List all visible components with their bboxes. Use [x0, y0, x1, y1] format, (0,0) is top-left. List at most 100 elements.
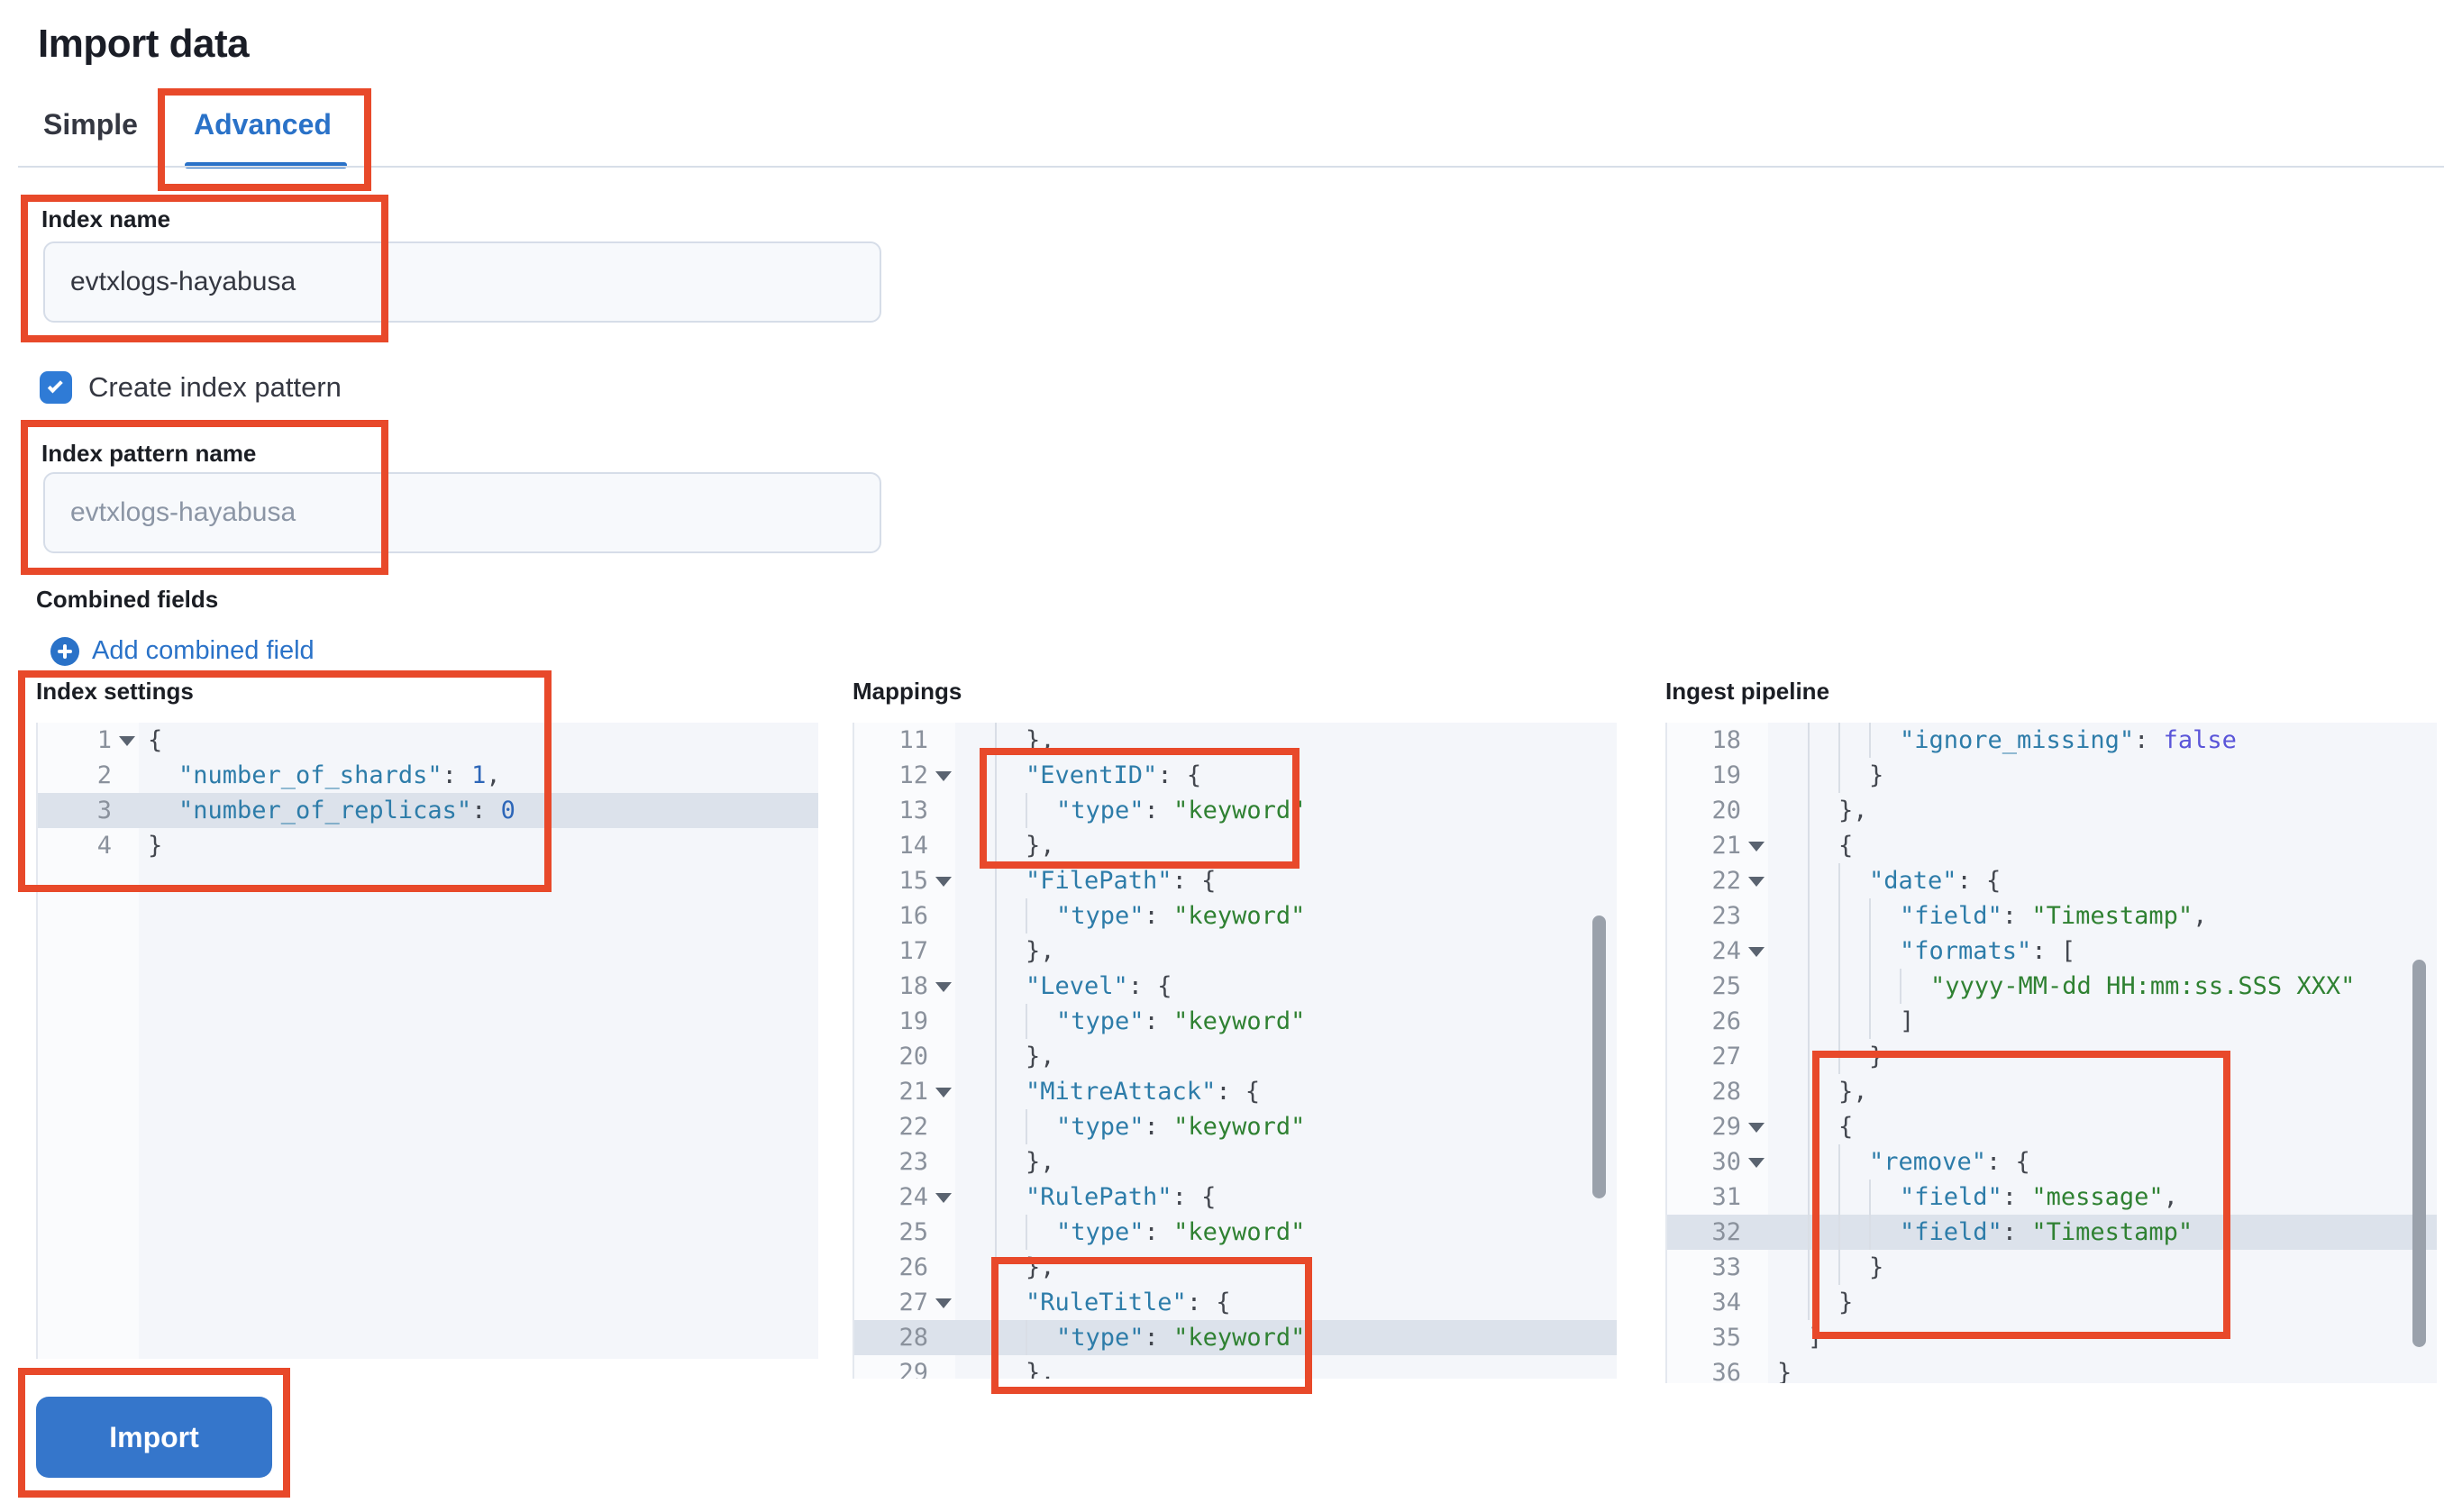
fold-arrow-icon[interactable] [1748, 1123, 1765, 1133]
code-line[interactable]: 32"field": "Timestamp" [1667, 1215, 2437, 1250]
code-token: : [442, 761, 472, 789]
import-button[interactable]: Import [36, 1397, 272, 1478]
code-line[interactable]: 25"type": "keyword" [854, 1215, 1617, 1250]
code-text: } [1768, 1355, 2437, 1383]
fold-arrow-icon[interactable] [1748, 877, 1765, 887]
code-line[interactable]: 11}, [854, 723, 1617, 758]
line-number: 24 [854, 1180, 955, 1215]
code-line[interactable]: 24"RulePath": { [854, 1180, 1617, 1215]
code-line[interactable]: 29}, [854, 1355, 1617, 1379]
code-line[interactable]: 26] [1667, 1004, 2437, 1039]
code-line[interactable]: 1{ [38, 723, 818, 758]
code-token: "type" [1056, 1007, 1144, 1035]
code-token: "formats" [1900, 937, 2032, 965]
fold-arrow-icon[interactable] [935, 1193, 952, 1203]
add-combined-field-link[interactable]: Add combined field [50, 636, 315, 666]
line-number: 36 [1711, 1359, 1741, 1383]
code-line[interactable]: 15"FilePath": { [854, 863, 1617, 898]
code-line[interactable]: 16"type": "keyword" [854, 898, 1617, 934]
tab-advanced[interactable]: Advanced [194, 108, 332, 141]
vertical-scrollbar[interactable] [2412, 960, 2426, 1347]
vertical-scrollbar[interactable] [1592, 915, 1606, 1198]
code-line[interactable]: 25"yyyy-MM-dd HH:mm:ss.SSS XXX" [1667, 969, 2437, 1004]
code-token: : { [1127, 972, 1172, 1000]
code-token: : [2134, 726, 2164, 754]
line-number: 11 [898, 726, 928, 754]
create-index-pattern-checkbox-row[interactable]: Create index pattern [40, 371, 342, 404]
fold-arrow-icon[interactable] [935, 877, 952, 887]
code-text: }, [955, 723, 1617, 758]
line-number: 3 [96, 797, 112, 824]
code-text: "field": "Timestamp", [1768, 898, 2437, 934]
code-line[interactable]: 18"ignore_missing": false [1667, 723, 2437, 758]
code-line[interactable]: 24"formats": [ [1667, 934, 2437, 969]
code-line[interactable]: 4} [38, 828, 818, 863]
code-line[interactable]: 21"MitreAttack": { [854, 1074, 1617, 1109]
code-line[interactable]: 34} [1667, 1285, 2437, 1320]
code-line[interactable]: 28}, [1667, 1074, 2437, 1109]
code-line[interactable]: 20}, [1667, 793, 2437, 828]
line-number: 29 [898, 1359, 928, 1379]
code-line[interactable]: 35] [1667, 1320, 2437, 1355]
code-line[interactable]: 13"type": "keyword" [854, 793, 1617, 828]
code-line[interactable]: 23}, [854, 1144, 1617, 1180]
line-number: 22 [1667, 863, 1768, 898]
code-line[interactable]: 12"EventID": { [854, 758, 1617, 793]
code-line[interactable]: 19} [1667, 758, 2437, 793]
index-name-label: Index name [41, 205, 171, 232]
code-line[interactable]: 19"type": "keyword" [854, 1004, 1617, 1039]
ingest-pipeline-label: Ingest pipeline [1665, 678, 1830, 705]
code-line[interactable]: 20}, [854, 1039, 1617, 1074]
code-line[interactable]: 3"number_of_replicas": 0 [38, 793, 818, 828]
fold-arrow-icon[interactable] [1748, 1158, 1765, 1168]
code-text: "MitreAttack": { [955, 1074, 1617, 1109]
code-line[interactable]: 31"field": "message", [1667, 1180, 2437, 1215]
checkbox-checked-icon[interactable] [40, 371, 72, 404]
code-text: "FilePath": { [955, 863, 1617, 898]
mappings-editor[interactable]: 11},12"EventID": {13"type": "keyword"14}… [853, 723, 1617, 1379]
code-text: "formats": [ [1768, 934, 2437, 969]
tab-simple[interactable]: Simple [43, 108, 138, 141]
fold-arrow-icon[interactable] [1748, 842, 1765, 852]
code-text: "EventID": { [955, 758, 1617, 793]
code-line[interactable]: 18"Level": { [854, 969, 1617, 1004]
code-line[interactable]: 30"remove": { [1667, 1144, 2437, 1180]
code-token: "MitreAttack" [1026, 1078, 1217, 1106]
code-text: }, [955, 1250, 1617, 1285]
code-text: } [139, 828, 818, 863]
code-line[interactable]: 27} [1667, 1039, 2437, 1074]
code-line[interactable]: 26}, [854, 1250, 1617, 1285]
code-line[interactable]: 28"type": "keyword" [854, 1320, 1617, 1355]
line-number: 31 [1711, 1183, 1741, 1211]
fold-arrow-icon[interactable] [935, 1298, 952, 1308]
code-line[interactable]: 33} [1667, 1250, 2437, 1285]
code-line[interactable]: 27"RuleTitle": { [854, 1285, 1617, 1320]
editor-background [139, 723, 818, 1359]
code-line[interactable]: 36} [1667, 1355, 2437, 1383]
code-text: "type": "keyword" [955, 793, 1617, 828]
code-line[interactable]: 22"date": { [1667, 863, 2437, 898]
fold-arrow-icon[interactable] [935, 982, 952, 992]
line-number: 32 [1711, 1218, 1741, 1246]
index-pattern-name-input[interactable] [43, 472, 881, 553]
code-line[interactable]: 23"field": "Timestamp", [1667, 898, 2437, 934]
code-line[interactable]: 22"type": "keyword" [854, 1109, 1617, 1144]
code-token: }, [1838, 797, 1868, 824]
index-settings-editor[interactable]: 1{2"number_of_shards": 1,3"number_of_rep… [36, 723, 818, 1359]
fold-arrow-icon[interactable] [935, 1088, 952, 1098]
index-name-input[interactable] [43, 241, 881, 323]
code-line[interactable]: 14}, [854, 828, 1617, 863]
code-text: "Level": { [955, 969, 1617, 1004]
fold-arrow-icon[interactable] [119, 736, 135, 746]
code-line[interactable]: 21{ [1667, 828, 2437, 863]
page-title: Import data [38, 22, 250, 66]
code-line[interactable]: 2"number_of_shards": 1, [38, 758, 818, 793]
code-line[interactable]: 17}, [854, 934, 1617, 969]
fold-arrow-icon[interactable] [1748, 947, 1765, 957]
code-token: "keyword" [1173, 902, 1306, 930]
code-token: "Level" [1026, 972, 1128, 1000]
fold-arrow-icon[interactable] [935, 771, 952, 781]
code-token: "date" [1869, 867, 1957, 895]
code-line[interactable]: 29{ [1667, 1109, 2437, 1144]
